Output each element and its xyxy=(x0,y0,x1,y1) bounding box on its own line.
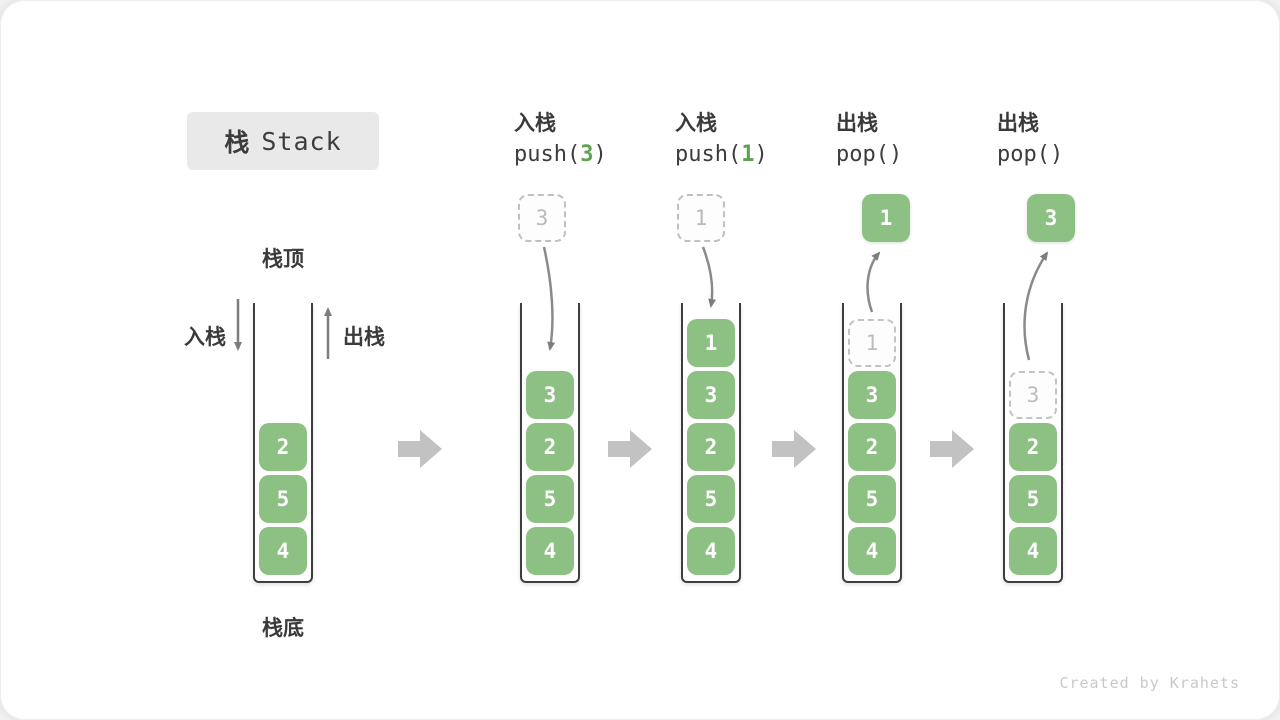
code-close: ) xyxy=(593,142,607,167)
code-fn: pop( xyxy=(997,142,1050,167)
stack-cell: 5 xyxy=(526,475,574,523)
stack-cell: 1 xyxy=(687,319,735,367)
stack-cell: 4 xyxy=(259,527,307,575)
stack-bottom-label: 栈底 xyxy=(262,616,304,640)
step3-operation-label: 出栈 xyxy=(836,111,878,135)
step2-operation-label: 入栈 xyxy=(675,111,717,135)
step1-operation-code: push(3) xyxy=(514,142,607,167)
step1-incoming-value: 3 xyxy=(518,194,566,242)
pop-direction-label: 出栈 xyxy=(343,325,385,349)
next-state-arrow xyxy=(608,430,652,468)
push-direction-label: 入栈 xyxy=(184,325,226,349)
code-fn: push( xyxy=(675,142,742,167)
stack-cell: 2 xyxy=(259,423,307,471)
stack-cell: 2 xyxy=(848,423,896,471)
code-close: ) xyxy=(1049,142,1064,167)
stack-cell: 5 xyxy=(848,475,896,523)
stack-cell: 2 xyxy=(687,423,735,471)
watermark: Created by Krahets xyxy=(1059,674,1240,692)
title-en: Stack xyxy=(261,126,342,156)
step2-push-arrow xyxy=(701,246,717,308)
stack-cell: 4 xyxy=(1009,527,1057,575)
stack-cell: 4 xyxy=(526,527,574,575)
title-zh: 栈 xyxy=(224,128,250,157)
step4-popped-value: 3 xyxy=(1027,194,1075,242)
code-fn: pop( xyxy=(836,142,889,167)
stack-cell: 3 xyxy=(526,371,574,419)
step3-popped-value: 1 xyxy=(862,194,910,242)
code-close: ) xyxy=(888,142,903,167)
code-arg: 1 xyxy=(741,142,755,167)
stack-container-step1: 3 2 5 4 xyxy=(520,303,580,583)
stack-container-initial: 2 5 4 xyxy=(253,303,313,583)
step4-operation-code: pop() xyxy=(997,142,1063,167)
step3-operation-code: pop() xyxy=(836,142,902,167)
stack-top-label: 栈顶 xyxy=(262,247,304,271)
code-arg: 3 xyxy=(580,142,594,167)
stack-cell: 2 xyxy=(526,423,574,471)
stack-cell: 5 xyxy=(259,475,307,523)
diagram-title: 栈 Stack xyxy=(187,112,379,170)
step1-operation-label: 入栈 xyxy=(514,111,556,135)
stack-cell: 2 xyxy=(1009,423,1057,471)
stack-cell: 3 xyxy=(687,371,735,419)
stack-cell: 4 xyxy=(848,527,896,575)
next-state-arrow xyxy=(930,430,974,468)
next-state-arrow xyxy=(398,430,442,468)
stack-cell: 3 xyxy=(848,371,896,419)
stack-cell: 5 xyxy=(687,475,735,523)
step4-operation-label: 出栈 xyxy=(997,111,1039,135)
stack-cell-removed: 3 xyxy=(1009,371,1057,419)
code-fn: push( xyxy=(514,142,581,167)
stack-container-step3: 1 3 2 5 4 xyxy=(842,303,902,583)
stack-cell: 4 xyxy=(687,527,735,575)
step2-operation-code: push(1) xyxy=(675,142,768,167)
stack-container-step2: 1 3 2 5 4 xyxy=(681,303,741,583)
stack-container-step4: 3 2 5 4 xyxy=(1003,303,1063,583)
next-state-arrow xyxy=(772,430,816,468)
stack-cell: 5 xyxy=(1009,475,1057,523)
code-close: ) xyxy=(754,142,768,167)
step2-incoming-value: 1 xyxy=(677,194,725,242)
stack-cell-removed: 1 xyxy=(848,319,896,367)
